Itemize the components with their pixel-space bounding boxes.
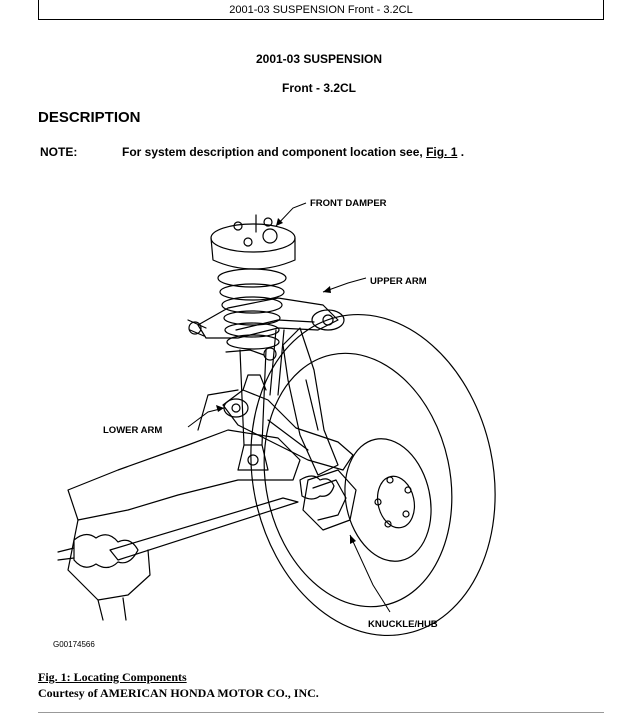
page-header: 2001-03 SUSPENSION Front - 3.2CL	[38, 0, 604, 20]
figure-caption: Fig. 1: Locating Components	[38, 670, 187, 684]
damper-top-mount	[210, 223, 296, 253]
drive-shaft	[57, 475, 335, 569]
document-subtitle: Front - 3.2CL	[282, 81, 356, 95]
stabilizer-link	[269, 329, 285, 396]
figure-courtesy: Courtesy of AMERICAN HONDA MOTOR CO., IN…	[38, 686, 319, 700]
label-front-damper: FRONT DAMPER	[310, 198, 387, 209]
section-heading: DESCRIPTION	[38, 109, 141, 126]
fig-1-link[interactable]: Fig. 1	[426, 145, 458, 159]
brake-rotor	[344, 438, 432, 562]
tire-outer	[250, 313, 496, 637]
upper-arm-shape	[187, 297, 345, 361]
header-text: 2001-03 SUSPENSION Front - 3.2CL	[229, 4, 413, 16]
knuckle	[282, 327, 339, 476]
note-text-after: .	[457, 145, 465, 159]
damper-body	[239, 349, 267, 446]
label-knuckle-hub: KNUCKLE/HUB	[368, 619, 438, 630]
figure-code: G00174566	[53, 640, 95, 649]
document-title: 2001-03 SUSPENSION	[255, 52, 383, 66]
arrowheads	[216, 218, 356, 544]
subframe	[67, 389, 301, 621]
suspension-illustration: FRONT DAMPER UPPER ARM LOWER ARM KNUCKLE…	[53, 198, 496, 649]
tire-inner	[263, 352, 453, 608]
label-lower-arm: LOWER ARM	[103, 425, 162, 436]
cv-boot-outer	[299, 475, 335, 500]
brake-caliper	[302, 469, 357, 531]
leader-lines	[187, 202, 391, 613]
suspension-figure: FRONT DAMPER UPPER ARM LOWER ARM KNUCKLE…	[38, 180, 604, 655]
label-upper-arm: UPPER ARM	[370, 276, 427, 287]
note-label: NOTE:	[40, 145, 78, 159]
cv-boot-inner	[73, 533, 139, 569]
page-divider	[38, 712, 604, 713]
coil-spring	[217, 268, 287, 350]
note-text: For system description and component loc…	[122, 145, 464, 159]
hub-center	[376, 475, 416, 529]
note-text-before: For system description and component loc…	[122, 145, 427, 159]
